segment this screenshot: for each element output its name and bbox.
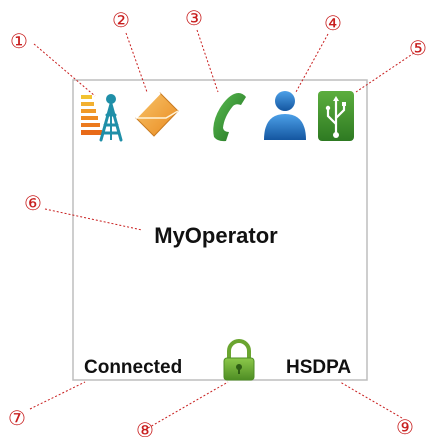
callout-2: ② — [112, 8, 130, 32]
callout-5: ⑤ — [409, 36, 427, 60]
callout-1: ① — [10, 29, 28, 53]
network-type: HSDPA — [286, 357, 351, 378]
callout-8: ⑧ — [136, 418, 154, 437]
connection-status: Connected — [84, 357, 182, 378]
callout-9: ⑨ — [396, 415, 414, 437]
contact-person-icon — [264, 91, 306, 140]
operator-name: MyOperator — [154, 223, 278, 248]
usb-icon — [318, 91, 354, 141]
callout-6: ⑥ — [24, 191, 42, 215]
callout-4: ④ — [324, 11, 342, 35]
callout-leaders — [29, 29, 415, 429]
padlock-icon — [223, 339, 255, 381]
message-envelope-icon — [135, 92, 179, 137]
phone-handset-icon — [213, 93, 246, 142]
callout-3: ③ — [185, 6, 203, 30]
signal-strength-icon — [81, 94, 123, 142]
callout-7: ⑦ — [8, 406, 26, 430]
